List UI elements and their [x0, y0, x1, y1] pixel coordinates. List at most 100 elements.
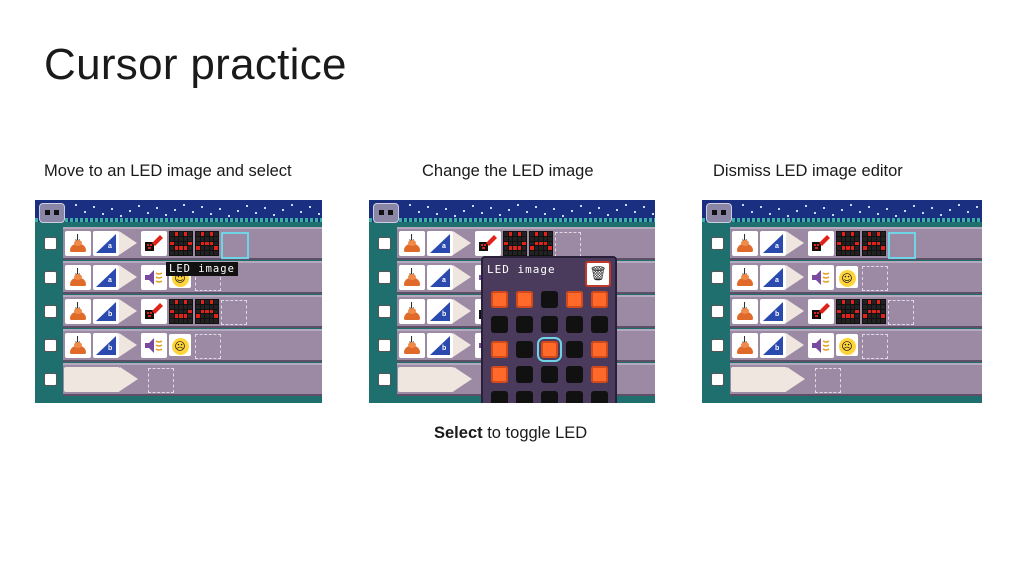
- button-press-tile[interactable]: ↓: [399, 265, 425, 290]
- button-press-tile[interactable]: ↓: [732, 333, 758, 358]
- button-press-tile[interactable]: ↓: [732, 265, 758, 290]
- led-image[interactable]: [169, 231, 193, 256]
- row-checkbox[interactable]: [44, 237, 57, 250]
- row-checkbox[interactable]: [44, 373, 57, 386]
- led-command-tile[interactable]: [141, 231, 167, 256]
- when-slot[interactable]: [398, 367, 454, 392]
- row-checkbox[interactable]: [378, 237, 391, 250]
- empty-slot[interactable]: [221, 232, 249, 259]
- row-checkbox[interactable]: [44, 305, 57, 318]
- sensor-tile[interactable]: a: [427, 231, 453, 256]
- sensor-tile[interactable]: b: [93, 299, 119, 324]
- row-checkbox[interactable]: [378, 339, 391, 352]
- led-image[interactable]: [195, 299, 219, 324]
- row-checkbox[interactable]: [378, 373, 391, 386]
- button-press-tile[interactable]: ↓: [65, 231, 91, 256]
- led-toggle-cell[interactable]: [491, 316, 508, 333]
- led-toggle-cell[interactable]: [566, 366, 583, 383]
- led-toggle-cell[interactable]: [591, 366, 608, 383]
- led-image[interactable]: [862, 299, 886, 324]
- sensor-tile[interactable]: a: [760, 265, 786, 290]
- empty-slot[interactable]: [221, 300, 247, 325]
- row-checkbox[interactable]: [378, 305, 391, 318]
- robot-icon[interactable]: [39, 203, 65, 223]
- led-image[interactable]: [503, 231, 527, 256]
- happy-face-icon[interactable]: ☺: [836, 266, 858, 288]
- trash-icon[interactable]: 🗑: [585, 261, 611, 287]
- sad-face-icon[interactable]: ☹: [836, 334, 858, 356]
- led-toggle-cell[interactable]: [591, 341, 608, 358]
- button-press-tile[interactable]: ↓: [732, 299, 758, 324]
- sound-command-tile[interactable]: [141, 333, 167, 358]
- sad-face-icon[interactable]: ☹: [169, 334, 191, 356]
- empty-slot[interactable]: [555, 232, 581, 257]
- empty-slot[interactable]: [195, 334, 221, 359]
- led-image[interactable]: [195, 231, 219, 256]
- sensor-tile[interactable]: a: [427, 265, 453, 290]
- sensor-tile[interactable]: a: [760, 231, 786, 256]
- led-toggle-cell[interactable]: [491, 391, 508, 403]
- led-toggle-cell[interactable]: [516, 341, 533, 358]
- when-slot[interactable]: [64, 367, 120, 392]
- empty-slot[interactable]: [862, 266, 888, 291]
- sensor-tile[interactable]: b: [760, 299, 786, 324]
- led-toggle-cell[interactable]: [566, 316, 583, 333]
- row-checkbox[interactable]: [44, 339, 57, 352]
- led-toggle-cell[interactable]: [566, 341, 583, 358]
- button-press-tile[interactable]: ↓: [65, 333, 91, 358]
- robot-icon[interactable]: [373, 203, 399, 223]
- led-toggle-cell[interactable]: [516, 316, 533, 333]
- led-command-tile[interactable]: [475, 231, 501, 256]
- button-press-tile[interactable]: ↓: [399, 333, 425, 358]
- led-toggle-cell[interactable]: [541, 316, 558, 333]
- button-press-tile[interactable]: ↓: [65, 299, 91, 324]
- led-toggle-cell[interactable]: [591, 391, 608, 403]
- sensor-tile[interactable]: a: [93, 265, 119, 290]
- led-toggle-cell[interactable]: [591, 316, 608, 333]
- when-slot[interactable]: [731, 367, 787, 392]
- button-press-tile[interactable]: ↓: [732, 231, 758, 256]
- row-checkbox[interactable]: [44, 271, 57, 284]
- led-toggle-cell[interactable]: [566, 291, 583, 308]
- empty-slot[interactable]: [815, 368, 841, 393]
- led-toggle-cell[interactable]: [491, 366, 508, 383]
- row-checkbox[interactable]: [711, 237, 724, 250]
- sound-command-tile[interactable]: [808, 265, 834, 290]
- sound-command-tile[interactable]: [141, 265, 167, 290]
- led-toggle-cell[interactable]: [541, 391, 558, 403]
- led-toggle-cell[interactable]: [537, 337, 562, 362]
- led-toggle-cell[interactable]: [591, 291, 608, 308]
- row-checkbox[interactable]: [711, 271, 724, 284]
- sensor-tile[interactable]: b: [427, 333, 453, 358]
- empty-slot[interactable]: [148, 368, 174, 393]
- led-image[interactable]: [862, 231, 886, 256]
- button-press-tile[interactable]: ↓: [399, 231, 425, 256]
- sensor-tile[interactable]: a: [93, 231, 119, 256]
- led-command-tile[interactable]: [808, 299, 834, 324]
- led-image[interactable]: [836, 231, 860, 256]
- led-image[interactable]: [529, 231, 553, 256]
- led-toggle-cell[interactable]: [566, 391, 583, 403]
- row-checkbox[interactable]: [378, 271, 391, 284]
- led-toggle-cell[interactable]: [491, 291, 508, 308]
- led-command-tile[interactable]: [808, 231, 834, 256]
- led-toggle-cell[interactable]: [541, 366, 558, 383]
- sensor-tile[interactable]: b: [760, 333, 786, 358]
- empty-slot[interactable]: [888, 232, 916, 259]
- led-image[interactable]: [836, 299, 860, 324]
- empty-slot[interactable]: [888, 300, 914, 325]
- led-image[interactable]: [169, 299, 193, 324]
- row-checkbox[interactable]: [711, 373, 724, 386]
- led-toggle-cell[interactable]: [516, 291, 533, 308]
- button-press-tile[interactable]: ↓: [399, 299, 425, 324]
- led-command-tile[interactable]: [141, 299, 167, 324]
- row-checkbox[interactable]: [711, 339, 724, 352]
- button-press-tile[interactable]: ↓: [65, 265, 91, 290]
- led-toggle-cell[interactable]: [541, 291, 558, 308]
- sensor-tile[interactable]: b: [427, 299, 453, 324]
- robot-icon[interactable]: [706, 203, 732, 223]
- row-checkbox[interactable]: [711, 305, 724, 318]
- sound-command-tile[interactable]: [808, 333, 834, 358]
- led-toggle-cell[interactable]: [516, 366, 533, 383]
- sensor-tile[interactable]: b: [93, 333, 119, 358]
